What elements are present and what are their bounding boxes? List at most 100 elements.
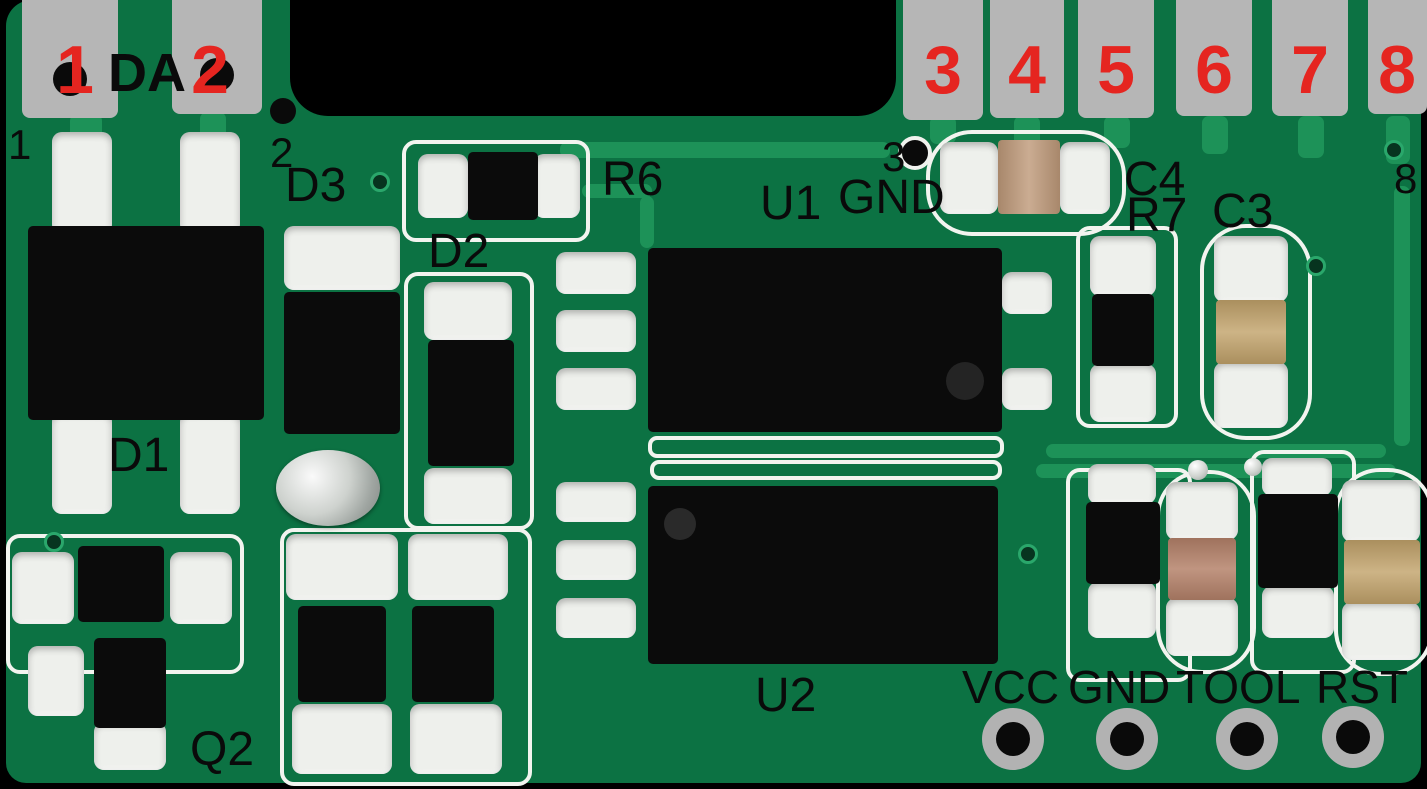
diode-d3 <box>284 292 400 434</box>
transistor-body <box>412 606 494 702</box>
copper-trace <box>1046 444 1386 458</box>
solder-ball <box>1188 460 1208 480</box>
smd-pad <box>1214 236 1288 302</box>
transistor-body <box>298 606 386 702</box>
via <box>1018 544 1038 564</box>
smd-pad <box>180 412 240 514</box>
edge-pad-3 <box>903 0 983 120</box>
ic-pin1-dot <box>664 508 696 540</box>
copper-trace <box>640 196 654 248</box>
silk-pin3-label: 3 <box>882 133 906 180</box>
smd-pad <box>1262 458 1332 496</box>
hole <box>996 722 1030 756</box>
through-hole-gnd <box>1096 708 1158 770</box>
pad-number-7: 7 <box>1291 32 1329 108</box>
smd-pad <box>1262 586 1334 638</box>
capacitor-c3 <box>1216 300 1286 364</box>
silk-pin1-label: 1 <box>8 121 32 168</box>
smd-pad <box>556 368 636 410</box>
smd-pad <box>1090 236 1156 296</box>
smd-pad <box>424 468 512 524</box>
q2-label: Q2 <box>190 723 255 776</box>
smd-pad <box>940 142 998 214</box>
smd-pad <box>556 540 636 580</box>
capacitor-tan-right <box>1344 540 1420 604</box>
smd-pad <box>1088 464 1156 504</box>
transistor-q2 <box>78 546 164 622</box>
capacitor-c4 <box>998 140 1060 214</box>
smd-pad <box>418 154 468 218</box>
edge-pad-5 <box>1078 0 1154 118</box>
drill-hole <box>898 136 932 170</box>
smd-pad <box>1342 602 1420 660</box>
smd-pad <box>1166 598 1238 656</box>
smd-pad <box>1002 368 1052 410</box>
smd-pad <box>1166 482 1238 540</box>
smd-pad <box>1002 272 1052 314</box>
smd-pad <box>556 482 636 522</box>
via <box>370 172 390 192</box>
copper-trace <box>1202 116 1228 154</box>
edge-pad-1 <box>22 0 118 118</box>
solder-ball <box>1244 458 1262 476</box>
hole <box>1336 720 1370 754</box>
ic-u1 <box>648 248 1002 432</box>
rst-label: RST <box>1316 661 1408 713</box>
pad-hole <box>200 58 234 92</box>
silkscreen-outline <box>1076 226 1178 428</box>
pad-hole <box>53 62 87 96</box>
smd-pad <box>1214 362 1288 428</box>
smd-pad <box>408 534 508 600</box>
smd-pad <box>556 252 636 294</box>
via <box>1306 256 1326 276</box>
gnd-top-label: GND <box>838 171 945 224</box>
smd-pad <box>410 704 502 774</box>
silkscreen-outline <box>926 130 1126 236</box>
silkscreen-bar <box>648 436 1004 458</box>
pad-number-6: 6 <box>1195 32 1233 108</box>
copper-trace <box>560 142 890 158</box>
ic-u2 <box>648 486 998 664</box>
vcc-label: VCC <box>962 661 1060 713</box>
hole <box>1230 722 1264 756</box>
smd-pad <box>556 598 636 638</box>
smd-pad <box>1060 142 1110 214</box>
d1-label: D1 <box>108 429 170 482</box>
capacitor-brown <box>1168 538 1236 600</box>
pad-number-2: 2 <box>191 32 229 108</box>
smd-pad <box>28 646 84 716</box>
da-label: DA <box>108 43 186 103</box>
smd-pad <box>556 310 636 352</box>
transistor-q2-body2 <box>94 638 166 728</box>
smd-pad <box>292 704 392 774</box>
through-hole-vcc <box>982 708 1044 770</box>
ic-pin1-dot <box>946 362 984 400</box>
smd-pad <box>94 722 166 770</box>
edge-pad-7 <box>1272 0 1348 116</box>
copper-trace <box>1298 116 1324 158</box>
copper-trace <box>582 184 652 198</box>
through-hole-tool <box>1216 708 1278 770</box>
silkscreen-outline <box>402 140 590 242</box>
c3-label: C3 <box>1212 185 1274 238</box>
diode-d1 <box>28 226 264 420</box>
through-hole-rst <box>1322 706 1384 768</box>
silkscreen-outline <box>1200 224 1312 440</box>
smd-component <box>1258 494 1338 588</box>
smd-pad <box>1090 364 1156 422</box>
copper-trace <box>1394 186 1410 446</box>
smd-pad <box>52 132 112 234</box>
silk-pin8-label: 8 <box>1394 155 1418 202</box>
gnd-bottom-label: GND <box>1068 661 1171 713</box>
edge-pad-8 <box>1368 0 1427 114</box>
d2-label: D2 <box>428 225 490 278</box>
via <box>44 532 64 552</box>
smd-pad <box>534 154 580 218</box>
pad-number-1: 1 <box>56 32 94 108</box>
smd-pad <box>284 226 400 290</box>
pad-number-4: 4 <box>1008 32 1046 108</box>
resistor-r6 <box>468 152 538 220</box>
smd-pad <box>424 282 512 340</box>
smd-pad <box>12 552 74 624</box>
